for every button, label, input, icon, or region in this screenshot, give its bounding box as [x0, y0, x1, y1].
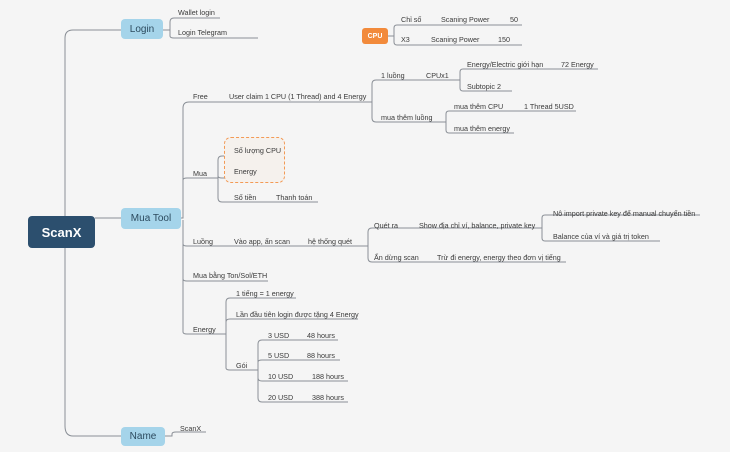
- package-1-price: 3 USD: [268, 331, 290, 340]
- login-telegram-label: Login Telegram: [178, 28, 228, 37]
- user-claim-label: User claim 1 CPU (1 Thread) and 4 Energy: [229, 92, 367, 101]
- package-3-hours: 188 hours: [312, 372, 344, 381]
- free-label: Free: [193, 92, 208, 101]
- selection-dashed-frame: [224, 137, 285, 183]
- cpu-badge[interactable]: CPU: [362, 28, 388, 44]
- no-import-label: Nô import private key để manual chuyển t…: [553, 209, 696, 218]
- name-node[interactable]: Name: [121, 427, 165, 446]
- package-2-hours: 88 hours: [307, 351, 335, 360]
- vao-app-label: Vào app, ấn scan: [234, 237, 290, 246]
- package-4-price: 20 USD: [268, 393, 294, 402]
- energy-rate-label: 1 tiếng = 1 energy: [236, 289, 294, 298]
- thanh-toan-label: Thanh toán: [276, 193, 313, 202]
- cpu-row1-metric: Chỉ số: [401, 15, 422, 24]
- wallet-login-label: Wallet login: [178, 8, 215, 17]
- cpu-row2-metric: X3: [401, 35, 410, 44]
- energy-label: Energy: [193, 325, 216, 334]
- mua-tool-node[interactable]: Mua Tool: [121, 208, 181, 229]
- package-2-price: 5 USD: [268, 351, 290, 360]
- subtopic-2-label: Subtopic 2: [467, 82, 501, 91]
- so-tien-label: Số tiền: [234, 193, 257, 202]
- mua-them-luong-label: mua thêm luồng: [381, 113, 433, 122]
- first-login-label: Lần đầu tiên login được tặng 4 Energy: [236, 310, 359, 319]
- package-1-hours: 48 hours: [307, 331, 335, 340]
- login-node[interactable]: Login: [121, 19, 163, 39]
- cpu-row1-name: Scaning Power: [441, 15, 490, 24]
- mua-them-cpu-label: mua thêm CPU: [454, 102, 504, 111]
- mua-them-energy-label: mua thêm energy: [454, 124, 510, 133]
- balance-label: Balance của ví và giá trị token: [553, 232, 649, 241]
- cpu-row1-value: 50: [510, 15, 518, 24]
- thread-price-label: 1 Thread 5USD: [524, 102, 574, 111]
- goi-label: Gói: [236, 361, 248, 370]
- show-dia-chi-label: Show địa chỉ ví, balance, private key: [419, 221, 536, 230]
- package-3-price: 10 USD: [268, 372, 294, 381]
- root-node[interactable]: ScanX: [28, 216, 95, 248]
- name-value-label: ScanX: [180, 424, 202, 433]
- cpu-row2-value: 150: [498, 35, 510, 44]
- he-thong-quet-label: hệ thống quét: [308, 237, 352, 246]
- energy-limit-label: Energy/Electric giới hạn: [467, 60, 544, 69]
- package-4-hours: 388 hours: [312, 393, 344, 402]
- so-luong-cpu-label: Số lượng CPU: [234, 146, 282, 155]
- tru-energy-label: Trừ đi energy, energy theo đơn vị tiếng: [437, 253, 561, 262]
- cpu-row2-name: Scaning Power: [431, 35, 480, 44]
- energy-limit-value: 72 Energy: [561, 60, 594, 69]
- luong-label: Luồng: [193, 237, 213, 246]
- an-dung-scan-label: Ấn dừng scan: [374, 253, 419, 262]
- mot-luong-label: 1 luồng: [381, 71, 405, 80]
- mua-bang-label: Mua bằng Ton/Sol/ETH: [193, 271, 268, 280]
- quet-ra-label: Quét ra: [374, 221, 398, 230]
- mua-label: Mua: [193, 169, 207, 178]
- mua-energy-label: Energy: [234, 167, 257, 176]
- cpux1-label: CPUx1: [426, 71, 449, 80]
